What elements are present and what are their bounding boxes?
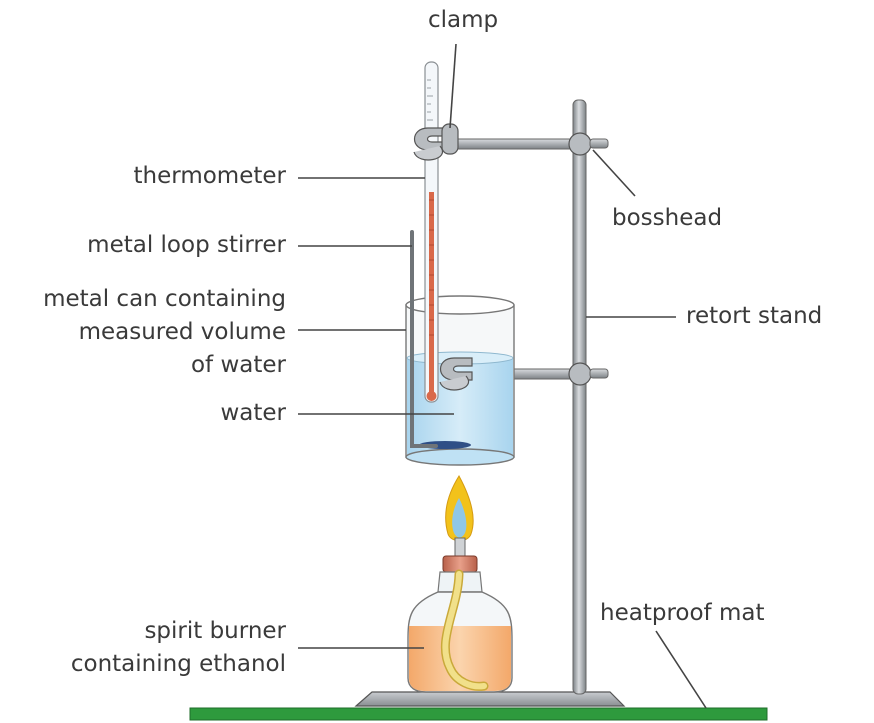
label-retort-stand: retort stand [686,303,823,329]
label-metal-can-line-2: measured volume [78,319,286,345]
label-spirit-burner-line-1: spirit burner [144,618,286,644]
lower-clamp [439,357,473,391]
label-spirit-burner-line-2: containing ethanol [70,651,286,677]
label-water: water [220,400,286,426]
retort-stand-base [354,691,626,707]
leader-lines [298,43,707,709]
heatproof-mat [189,707,768,721]
label-metal-can-line-1: metal can containing [43,286,286,312]
flame [445,475,474,542]
thermometer [424,61,439,403]
label-bosshead: bosshead [612,205,723,231]
spirit-burner [407,537,513,693]
metal-loop-stirrer [410,230,438,448]
label-thermometer: thermometer [133,163,286,189]
leader-clamp [449,43,457,129]
metal-can [405,295,515,466]
leader-heatproof-mat [655,630,707,709]
label-heatproof-mat: heatproof mat [600,600,765,626]
label-metal-loop-stirrer: metal loop stirrer [87,232,286,258]
leader-bosshead [592,149,636,197]
upper-clamp [413,123,459,161]
retort-stand-rod [572,99,587,695]
upper-bosshead [568,132,592,156]
upper-clamp-arm [445,138,575,150]
lower-bosshead [568,362,592,386]
label-metal-can-line-3: of water [190,352,286,378]
label-clamp: clamp [428,7,499,33]
